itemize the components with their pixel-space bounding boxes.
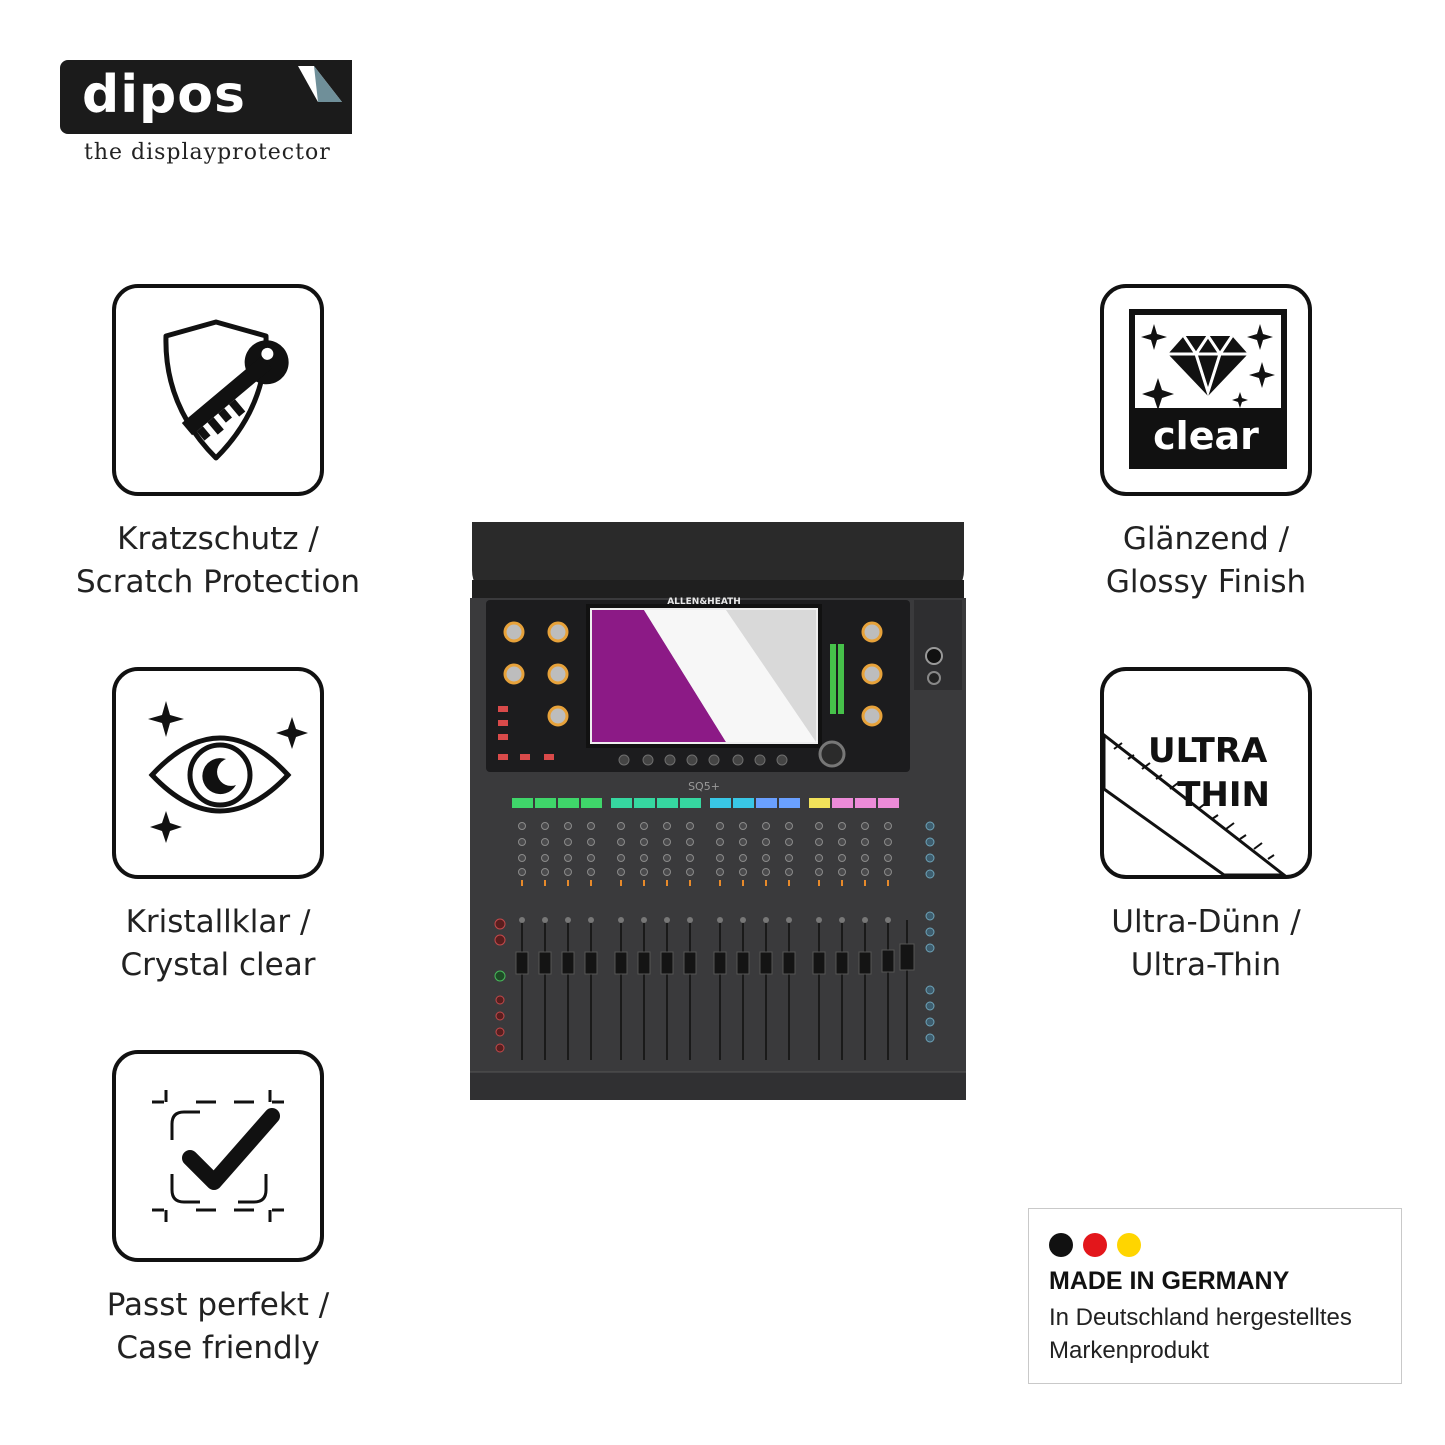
feature-ultra-thin: ULTRA THIN Ultra-Dünn / Ultra-Thin (1036, 667, 1376, 987)
made-in-germany-badge: MADE IN GERMANY In Deutschland hergestel… (1028, 1208, 1402, 1384)
feature-caption: Kristallklar / Crystal clear (48, 901, 388, 987)
feature-scratch-protection: Kratzschutz / Scratch Protection (48, 284, 388, 604)
caption-de: Passt perfekt / (106, 1287, 330, 1323)
caption-de: Ultra-Dünn / (1111, 904, 1301, 940)
check-frame-icon (152, 1090, 284, 1222)
german-flag-dots (1049, 1233, 1146, 1261)
logo-tagline: the displayprotector (84, 140, 331, 165)
flag-dot-black (1049, 1233, 1073, 1257)
ultra-thin-icon-text: ULTRA THIN (1148, 729, 1288, 817)
feature-tile: ULTRA THIN (1100, 667, 1312, 879)
feature-tile (112, 1050, 324, 1262)
diamond-clear-icon (1129, 309, 1287, 469)
caption-de: Glänzend / (1122, 521, 1290, 557)
caption-en: Scratch Protection (76, 564, 360, 600)
flag-dot-red (1083, 1233, 1108, 1257)
caption-de: Kristallklar / (125, 904, 311, 940)
feature-caption: Passt perfekt / Case friendly (48, 1284, 388, 1370)
caption-de: Kratzschutz / (117, 521, 319, 557)
feature-caption: Glänzend / Glossy Finish (1036, 518, 1376, 604)
feature-tile (112, 284, 324, 496)
dipos-logo: dipos (60, 60, 352, 134)
caption-en: Case friendly (116, 1330, 320, 1366)
feature-tile (112, 667, 324, 879)
mixer-illustration: ALLEN&HEATH SQ5+ (470, 522, 966, 1100)
caption-en: Glossy Finish (1105, 564, 1307, 600)
eye-sparkle-icon (148, 701, 308, 843)
shield-key-icon (163, 319, 289, 461)
ruler-icon (1104, 733, 1287, 875)
mixer-product-image: ALLEN&HEATH SQ5+ (468, 520, 968, 1102)
product-brand-label: ALLEN&HEATH (667, 597, 741, 607)
flag-dot-gold (1117, 1233, 1142, 1257)
caption-en: Ultra-Thin (1130, 947, 1282, 983)
feature-case-friendly: Passt perfekt / Case friendly (48, 1050, 388, 1370)
feature-crystal-clear: Kristallklar / Crystal clear (48, 667, 388, 987)
feature-caption: Kratzschutz / Scratch Protection (48, 518, 388, 604)
logo-wordmark: dipos (82, 65, 246, 125)
clear-icon-label: clear (1153, 414, 1259, 458)
feature-caption: Ultra-Dünn / Ultra-Thin (1036, 901, 1376, 987)
badge-title: MADE IN GERMANY (1049, 1267, 1290, 1295)
product-model-label: SQ5+ (688, 780, 720, 793)
logo-folded-corner-icon (292, 60, 352, 134)
ultra-word: ULTRA (1148, 731, 1268, 771)
feature-glossy-finish: clear Glänzend / Glossy Finish (1036, 284, 1376, 604)
thin-word: THIN (1177, 775, 1270, 815)
feature-tile: clear (1100, 284, 1312, 496)
caption-en: Crystal clear (120, 947, 316, 983)
badge-subtitle: In Deutschland hergestelltes Markenprodu… (1049, 1304, 1352, 1364)
